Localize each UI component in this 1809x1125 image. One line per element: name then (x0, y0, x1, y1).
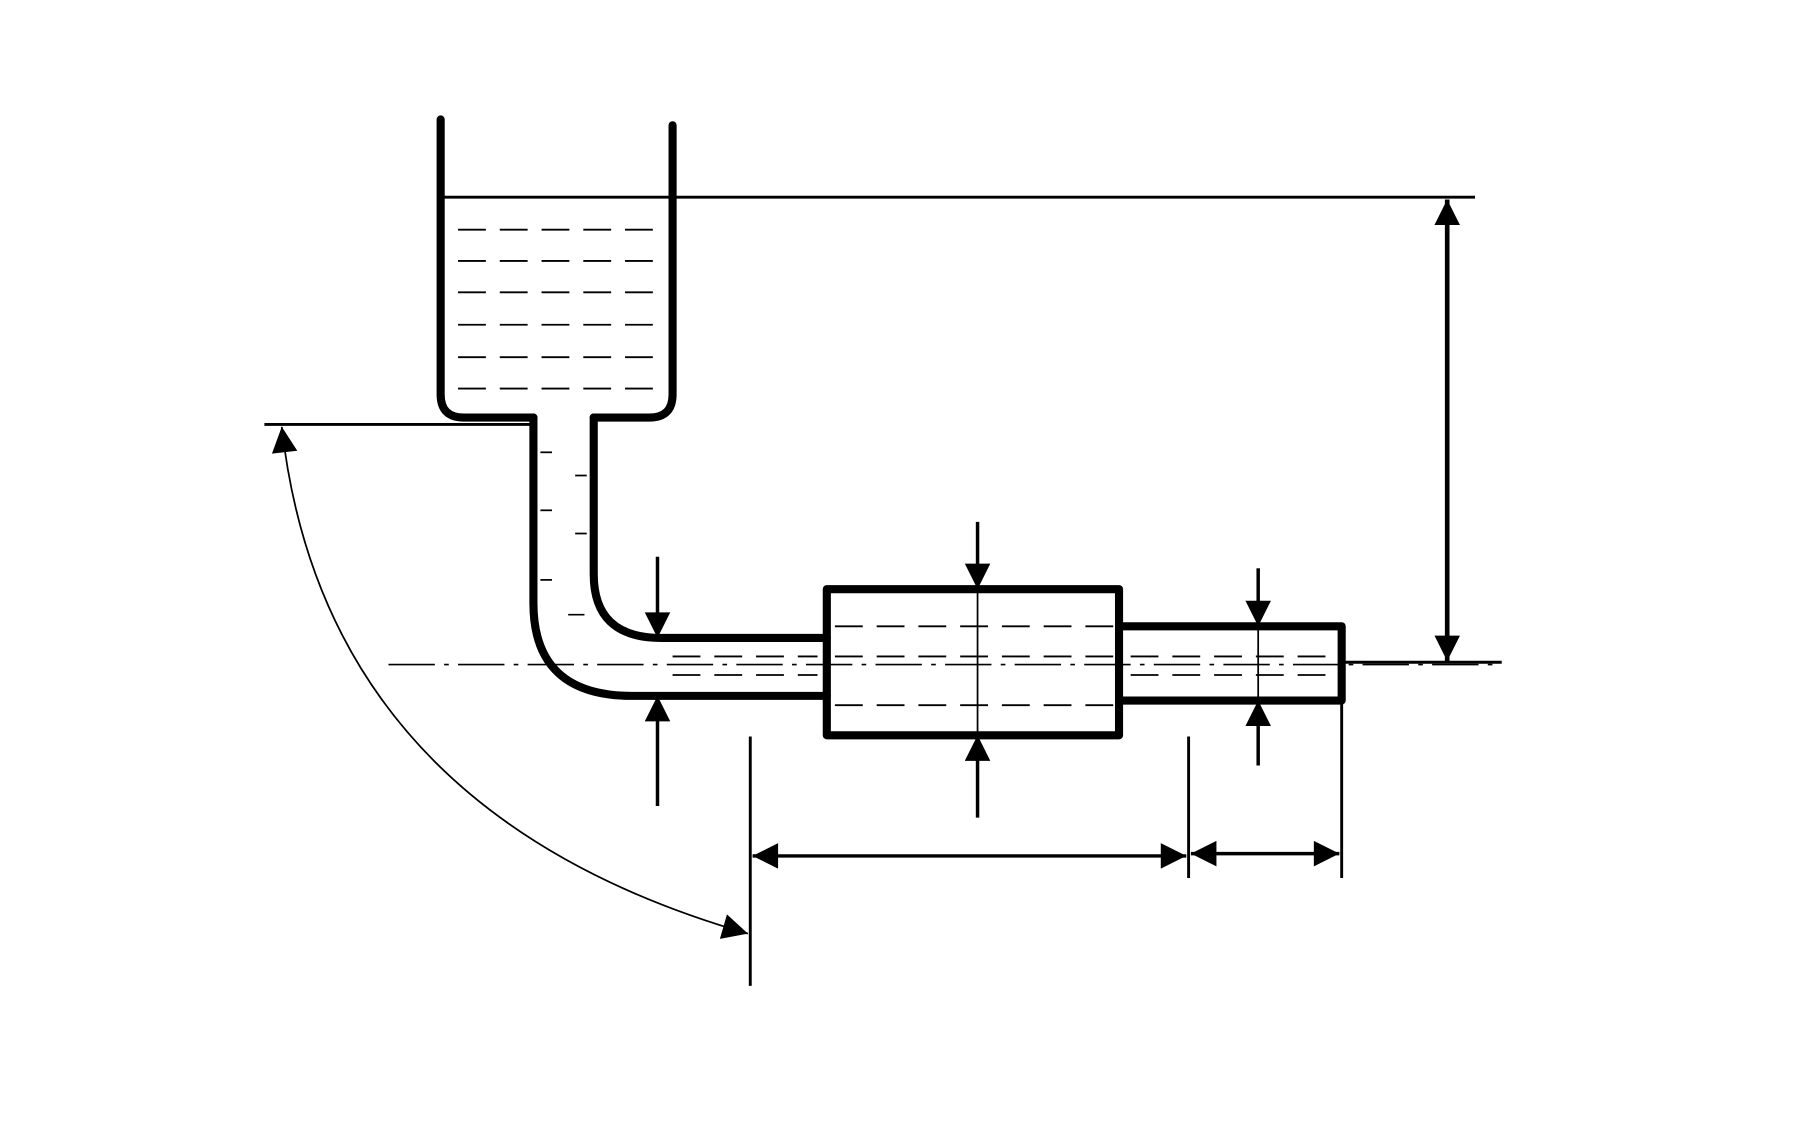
bent-pipe-outer (529, 413, 831, 700)
angle-arc (271, 426, 749, 939)
bent-pipe-inner (589, 413, 831, 642)
tank (436, 115, 677, 422)
pipe-liquid-hatch (540, 451, 587, 616)
tank-liquid-hatch (458, 228, 661, 390)
enlarged-section (822, 585, 1124, 740)
outlet-pipe (1114, 622, 1346, 705)
